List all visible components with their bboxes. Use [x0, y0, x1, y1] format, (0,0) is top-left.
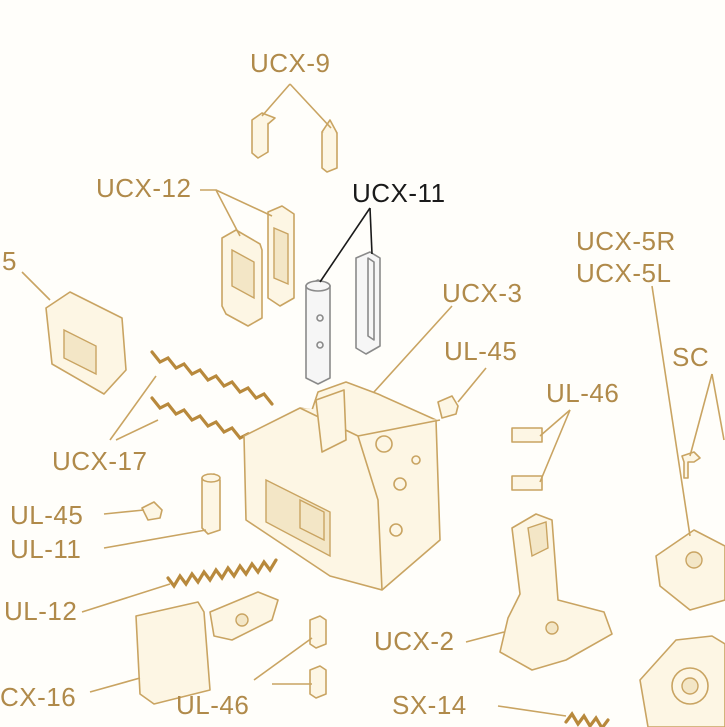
leader-ul46-right-b	[539, 409, 571, 483]
leader-ul45-right	[457, 367, 487, 403]
label-ucx17: UCX-17	[52, 446, 147, 476]
leader-sc-a	[689, 373, 713, 457]
part-ul46-bottom	[309, 615, 327, 699]
label-ul11: UL-11	[10, 534, 81, 564]
label-ul12: UL-12	[4, 596, 77, 626]
part-ul12	[166, 558, 278, 589]
label-ucx9: UCX-9	[250, 48, 331, 78]
leader-ucx12-a	[200, 189, 241, 237]
label-ucx5l: UCX-5L	[576, 258, 671, 288]
label-ul46-right: UL-46	[546, 378, 619, 408]
part-ucx12	[221, 205, 295, 327]
leader-ucx12-b	[215, 189, 273, 217]
leader-ucx5	[651, 285, 691, 537]
label-ucx3: UCX-3	[442, 278, 523, 308]
part-ul11	[201, 473, 221, 535]
leader-ucx11-a	[319, 207, 371, 283]
part-left-block	[45, 291, 127, 395]
leader-ucx9-b	[289, 83, 332, 129]
part-ucx2	[499, 513, 613, 671]
part-ucx5	[655, 529, 725, 611]
leader-ul12	[81, 583, 171, 613]
leader-ucx17-b	[115, 419, 159, 441]
leader-ul45-left	[103, 509, 145, 515]
leader-sx14	[497, 705, 567, 717]
part-ucx3	[243, 381, 441, 591]
leader-ul46-right	[539, 409, 571, 437]
label-ucx12: UCX-12	[96, 173, 191, 203]
leader-ucx17-a	[109, 375, 157, 441]
part-ucx11	[305, 251, 381, 385]
leader-ucx2	[465, 631, 505, 643]
label-ucx11: UCX-11	[352, 178, 446, 208]
leader-ucx16	[89, 677, 141, 693]
part-sc	[681, 451, 701, 479]
part-ul46-right	[511, 427, 543, 491]
leader-5	[21, 271, 51, 301]
part-mechanism-partial	[639, 635, 725, 727]
label-ucx16: CX-16	[0, 682, 76, 712]
part-ucx16	[135, 591, 279, 705]
label-ul46-bottom: UL-46	[176, 690, 249, 720]
part-ul45-left	[141, 501, 163, 521]
leader-ucx11-b	[369, 207, 373, 255]
leader-ul11	[103, 529, 207, 549]
leader-sc-b	[711, 373, 725, 441]
label-ul45-right: UL-45	[444, 336, 517, 366]
label-ucx5r: UCX-5R	[576, 226, 676, 256]
part-sx14	[564, 711, 610, 727]
leader-ucx3	[373, 305, 453, 393]
part-ucx9	[251, 112, 338, 173]
label-sc: SC	[672, 342, 709, 372]
leader-ul46-bottom-a	[253, 637, 313, 681]
label-ul45-left: UL-45	[10, 500, 83, 530]
part-ul45-right	[437, 395, 459, 419]
label-5: 5	[2, 246, 17, 276]
label-sx14: SX-14	[392, 690, 467, 720]
leader-ucx9-a	[261, 83, 291, 117]
label-ucx2: UCX-2	[374, 626, 455, 656]
